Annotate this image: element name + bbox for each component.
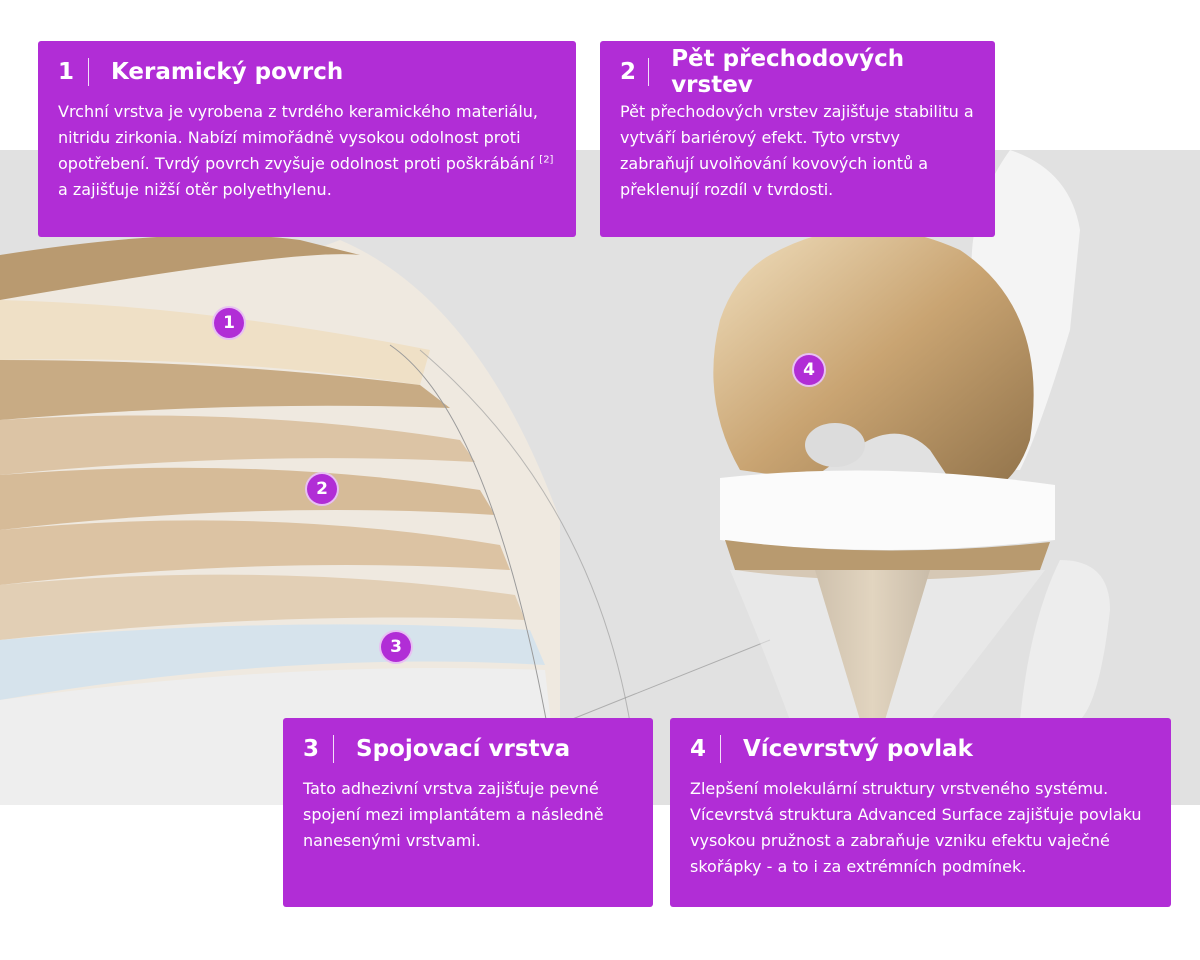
- callout-text-part: a zajišťuje nižší otěr polyethylenu.: [58, 180, 332, 199]
- badge-1: 1: [212, 306, 246, 340]
- coating-layers: [0, 235, 561, 805]
- knee-implant: [713, 150, 1110, 720]
- divider: [720, 735, 721, 763]
- callout-text-part: Vrchní vrstva je vyrobena z tvrdého kera…: [58, 102, 539, 173]
- callout-bonding-layer: 3 Spojovací vrstva Tato adhezivní vrstva…: [283, 718, 653, 907]
- badge-4: 4: [792, 353, 826, 387]
- callout-title: Keramický povrch: [111, 59, 344, 85]
- callout-number: 3: [303, 736, 320, 762]
- callout-text: Pět přechodových vrstev zajišťuje stabil…: [620, 102, 974, 199]
- callout-number: 4: [690, 736, 707, 762]
- callout-text: Vrchní vrstva je vyrobena z tvrdého kera…: [58, 99, 556, 203]
- callout-number: 1: [58, 59, 75, 85]
- callout-title: Vícevrstvý povlak: [743, 736, 973, 762]
- divider: [648, 58, 650, 86]
- divider: [88, 58, 89, 86]
- badge-3: 3: [379, 630, 413, 664]
- callout-title: Spojovací vrstva: [356, 736, 571, 762]
- divider: [333, 735, 334, 763]
- callout-text: Tato adhezivní vrstva zajišťuje pevné sp…: [303, 779, 604, 850]
- callout-number: 2: [620, 59, 637, 85]
- badge-2: 2: [305, 472, 339, 506]
- callout-title: Pět přechodových vrstev: [671, 46, 905, 98]
- reference-marker: [2]: [539, 154, 554, 166]
- callout-ceramic-surface: 1 Keramický povrch Vrchní vrstva je vyro…: [38, 41, 576, 237]
- callout-text: Zlepšení molekulární struktury vrstvenéh…: [690, 779, 1142, 876]
- callout-multilayer-coating: 4 Vícevrstvý povlak Zlepšení molekulární…: [670, 718, 1171, 907]
- callout-transition-layers: 2 Pět přechodových vrstev Pět přechodový…: [600, 41, 995, 237]
